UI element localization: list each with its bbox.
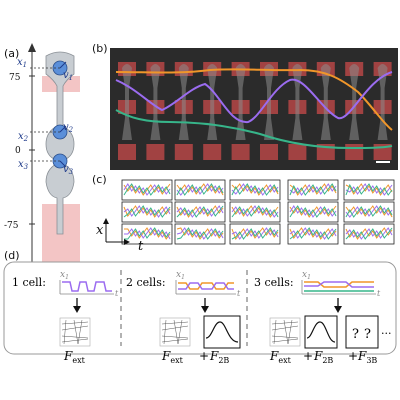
label-x3: x3: [18, 159, 29, 171]
panel-a-label: (a): [4, 47, 20, 60]
trajectory-thumbnail: [174, 201, 226, 223]
svg-text:?: ?: [364, 327, 371, 342]
label-x2: x2: [18, 131, 29, 143]
trajectory-thumbnail: [343, 179, 395, 201]
svg-text:Fext: Fext: [269, 349, 292, 365]
svg-text:t: t: [237, 289, 241, 298]
d3-trace-orange: [304, 281, 374, 288]
cell-body: [45, 51, 75, 235]
panel-d-label: (d): [4, 249, 20, 262]
svg-text:+: +: [303, 349, 313, 363]
label-v3: v3: [63, 164, 74, 176]
trajectory-thumbnail: [287, 223, 339, 245]
trajectory-thumbnail: [343, 201, 395, 223]
force-field-icon-2: [159, 317, 191, 347]
svg-text:F3B: F3B: [357, 349, 377, 365]
label-x1: x1: [17, 57, 27, 69]
label-v1: v1: [63, 70, 73, 82]
label-1-cell: 1 cell:: [12, 276, 46, 289]
label-2-cells: 2 cells:: [126, 276, 166, 289]
svg-text:+: +: [199, 349, 209, 363]
trajectory-thumbnail: [229, 201, 281, 223]
svg-text:x1: x1: [302, 270, 311, 281]
svg-text:t: t: [115, 289, 119, 298]
d1-trace: [62, 281, 112, 292]
trajectory-purple: [115, 71, 393, 124]
force-field-icon-3: [269, 317, 301, 347]
c-axis-x-label: x: [96, 223, 104, 238]
tick-label-0: 0: [15, 146, 21, 156]
label-3-cells: 3 cells:: [254, 276, 294, 289]
svg-text:+: +: [348, 349, 358, 363]
trajectory-thumbnail: [287, 179, 339, 201]
svg-text:t: t: [377, 289, 381, 298]
svg-text:x1: x1: [60, 270, 69, 281]
label-v2: v2: [63, 122, 74, 134]
x-axis-arrow: [28, 43, 36, 52]
trajectory-thumbnail: [121, 179, 173, 201]
d3-trace-purple: [304, 281, 374, 288]
c-axis-t-label: t: [138, 239, 144, 254]
d2-trace-purple: [178, 282, 234, 290]
panel-a-schematic: 75 0 -75 x1 x2 x3 v1 v2 v3: [4, 43, 80, 268]
trajectory-thumbnail: [174, 223, 226, 245]
micrograph-frame: [373, 62, 392, 160]
panel-b-micrograph: [110, 48, 398, 170]
trajectory-orange: [115, 68, 393, 131]
trajectory-thumbnail: [121, 223, 173, 245]
trajectory-thumbnail: [287, 201, 339, 223]
tick-label-minus75: -75: [4, 221, 19, 231]
svg-text:F2B: F2B: [313, 349, 333, 365]
svg-text:F2B: F2B: [209, 349, 229, 365]
tick-label-75: 75: [9, 73, 21, 83]
trajectory-thumbnail: [343, 223, 395, 245]
trajectory-thumbnail: [229, 223, 281, 245]
trajectory-thumbnail: [121, 201, 173, 223]
interaction-plot-icon-2: [203, 315, 241, 349]
svg-text:Fext: Fext: [161, 349, 184, 365]
svg-text:Fext: Fext: [63, 349, 86, 365]
panel-c-grid: x t: [96, 179, 395, 254]
panel-c-label: (c): [92, 173, 107, 186]
panel-d-box: 1 cell: x1 t Fext 2 cells: x1 t Fext + F…: [3, 261, 397, 365]
trajectory-green: [115, 109, 393, 150]
micrograph-frame: [174, 62, 193, 160]
unknown-plot-icon: ? ?: [345, 315, 379, 349]
interaction-plot-icon-3: [304, 315, 338, 349]
force-field-icon-1: [59, 317, 91, 347]
panel-b-label: (b): [92, 42, 108, 55]
svg-text:?: ?: [352, 327, 359, 342]
svg-text:...: ...: [381, 324, 392, 337]
trajectory-thumbnail: [229, 179, 281, 201]
trajectory-thumbnail: [174, 179, 226, 201]
svg-text:x1: x1: [176, 270, 185, 281]
